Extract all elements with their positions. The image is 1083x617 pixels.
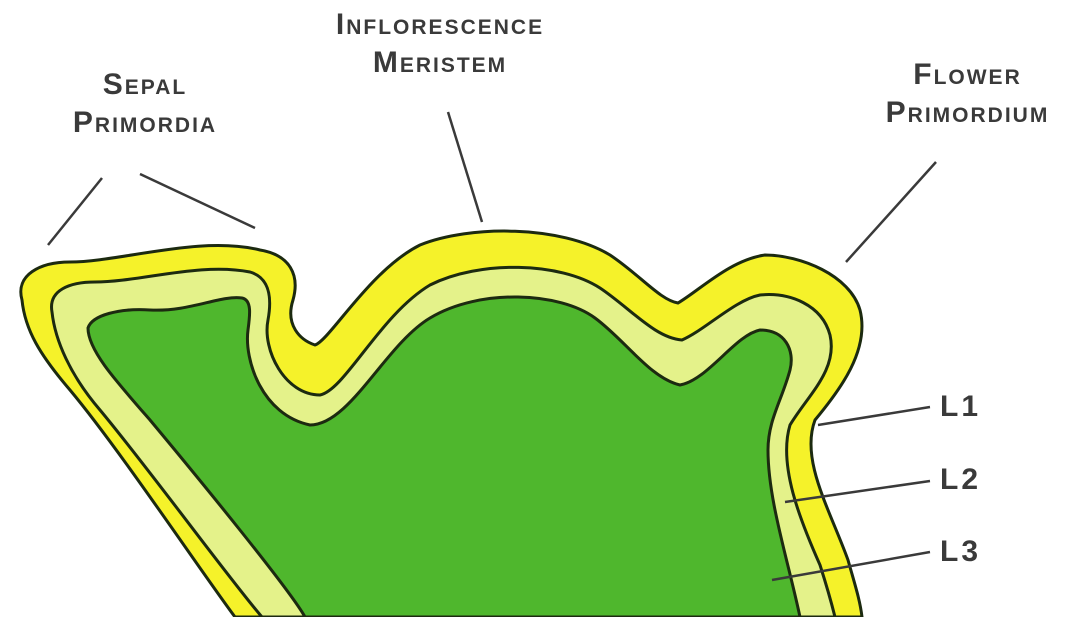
sepal-leader-right [140, 174, 255, 228]
l1-leader [818, 407, 930, 425]
meristem-leader [448, 112, 482, 222]
flower-primordium-label: Flower Primordium [855, 56, 1080, 132]
inflorescence-meristem-label: Inflorescence Meristem [300, 6, 580, 82]
sepal-label-line2: Primordia [50, 104, 240, 142]
meristem-label-line2: Meristem [300, 44, 580, 82]
sepal-leader-left [48, 178, 102, 245]
meristem-label-line1: Inflorescence [300, 6, 580, 44]
flower-leader [846, 162, 936, 262]
flower-label-line1: Flower [855, 56, 1080, 94]
sepal-label-line1: Sepal [50, 66, 240, 104]
layer-label-l1: L1 [940, 390, 981, 424]
layer-label-l2: L2 [940, 463, 981, 497]
flower-label-line2: Primordium [855, 94, 1080, 132]
sepal-primordia-label: Sepal Primordia [50, 66, 240, 142]
layer-label-l3: L3 [940, 535, 981, 569]
